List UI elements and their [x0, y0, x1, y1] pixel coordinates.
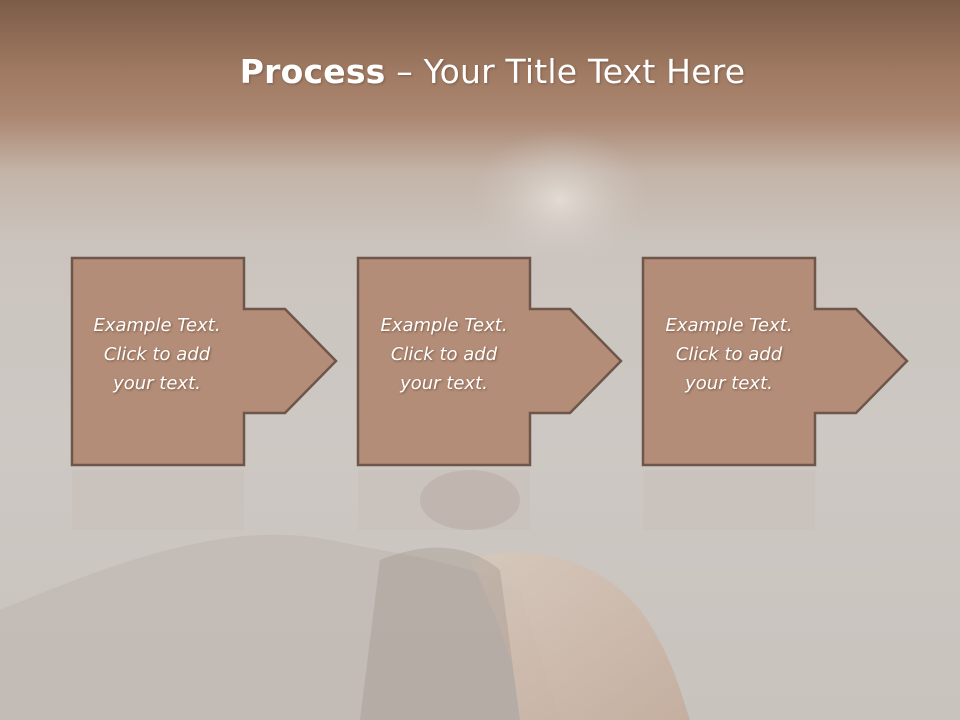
- step-2-text[interactable]: Example Text. Click to add your text.: [380, 315, 508, 394]
- title-rest: – Your Title Text Here: [385, 52, 746, 91]
- step-1-text[interactable]: Example Text. Click to add your text.: [93, 315, 221, 394]
- step-3-text[interactable]: Example Text. Click to add your text.: [665, 315, 793, 394]
- title-bold: Process: [239, 52, 386, 91]
- step-1-shape[interactable]: [70, 256, 338, 467]
- slide-title[interactable]: Process – Your Title Text Here: [0, 52, 960, 91]
- step-2-shape[interactable]: [356, 256, 623, 467]
- step-reflections: [72, 470, 815, 530]
- step-3-shape[interactable]: [641, 256, 909, 467]
